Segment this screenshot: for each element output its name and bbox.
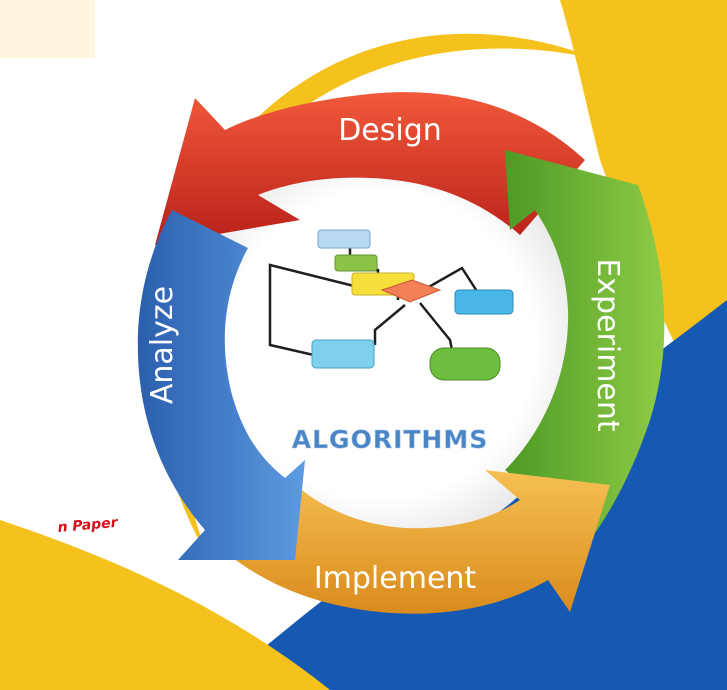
experiment-arrow bbox=[505, 150, 665, 540]
center-disc bbox=[175, 140, 585, 550]
flowchart-icon bbox=[268, 229, 514, 381]
experiment-label: Experiment bbox=[590, 258, 625, 432]
implement-arrow bbox=[230, 470, 610, 614]
analyze-arrow bbox=[137, 210, 305, 560]
corner-text: n Paper bbox=[57, 515, 119, 536]
flowchart-node-bottom bbox=[429, 347, 501, 381]
flowchart-node-top bbox=[317, 229, 371, 249]
flowchart-node-green bbox=[334, 254, 378, 272]
design-arrow bbox=[155, 92, 585, 245]
faded-corner-panel bbox=[0, 0, 95, 58]
implement-label: Implement bbox=[314, 561, 477, 596]
background-yellow-swoosh bbox=[0, 520, 330, 690]
flowchart-node-right bbox=[454, 289, 514, 315]
cycle-arrows bbox=[137, 92, 665, 614]
design-label: Design bbox=[338, 113, 442, 148]
center-title: ALGORITHMS bbox=[292, 425, 488, 454]
analyze-label: Analyze bbox=[145, 286, 180, 404]
flowchart-node-left bbox=[311, 339, 375, 369]
flowchart-diamond bbox=[380, 279, 442, 303]
